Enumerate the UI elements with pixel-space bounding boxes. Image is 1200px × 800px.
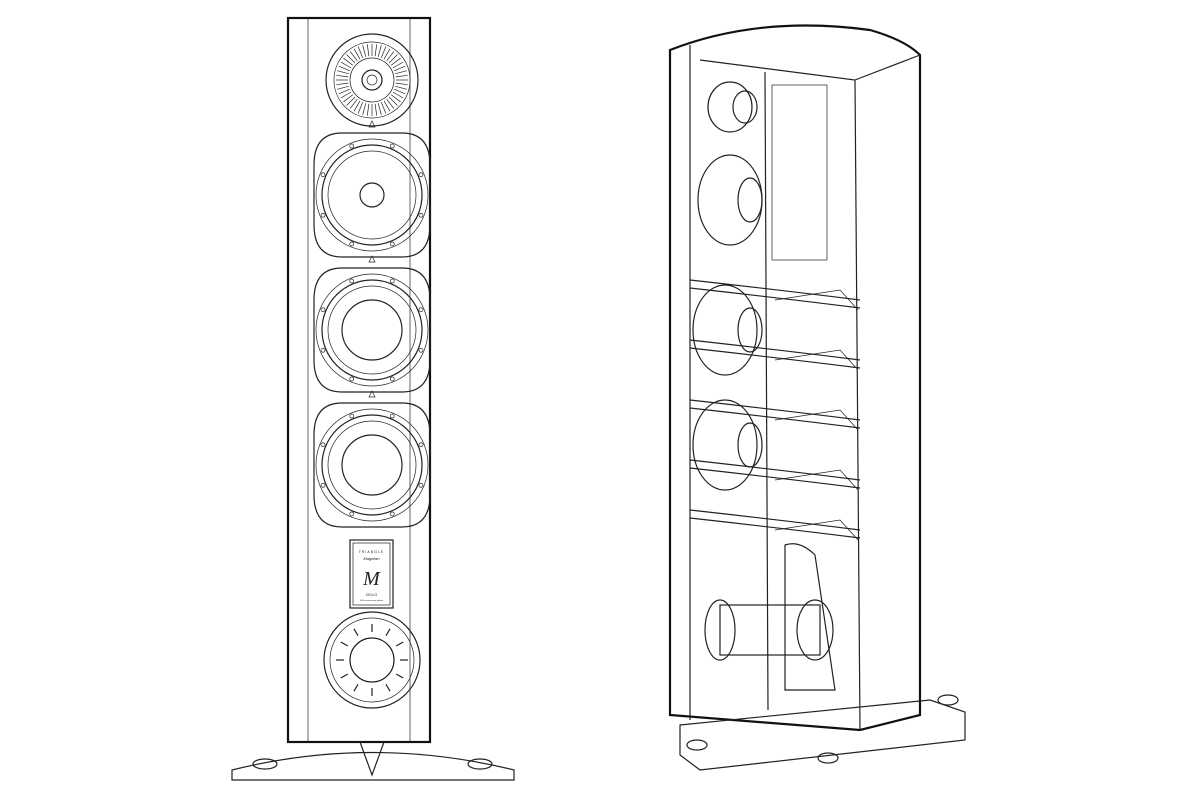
- passive-radiator: [323, 611, 421, 709]
- badge-brand: TRIANGLE: [359, 550, 385, 554]
- badge-model: CELLO: [366, 593, 378, 597]
- base-plinth: [231, 741, 515, 781]
- cutaway-drivers: [692, 81, 836, 691]
- badge-edition: 40th anniversary edition: [360, 599, 384, 602]
- badge-monogram: M: [362, 568, 381, 590]
- woofer: [313, 120, 431, 258]
- tweeter: [325, 33, 419, 127]
- cabinet-front: [286, 16, 432, 744]
- cutaway-view-speaker: [668, 24, 966, 771]
- woofer: [313, 390, 431, 528]
- woofer: [313, 255, 431, 393]
- badge-plate: TRIANGLE Magellan M CELLO 40th anniversa…: [349, 539, 394, 609]
- front-view-speaker: TRIANGLE Magellan M CELLO 40th anniversa…: [231, 16, 515, 781]
- badge-script: Magellan: [363, 556, 380, 561]
- cutaway-base: [679, 694, 966, 771]
